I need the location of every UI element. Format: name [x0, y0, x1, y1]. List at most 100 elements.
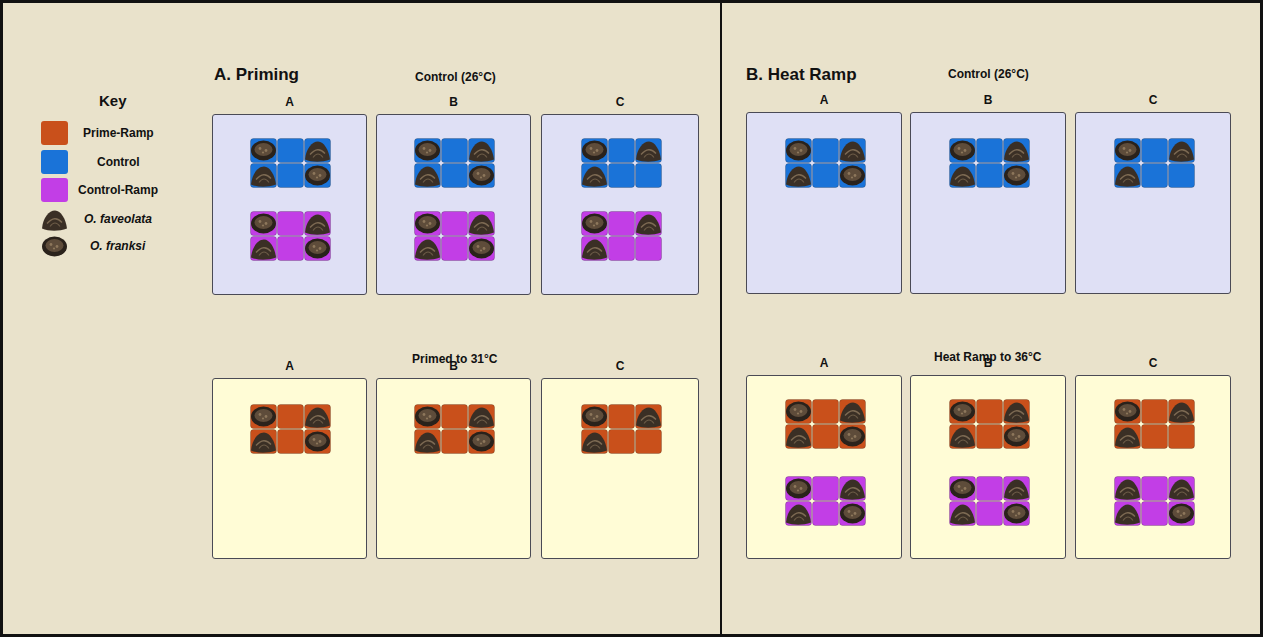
coral-texture: [958, 517, 968, 521]
faveolata-icon: [42, 211, 67, 231]
coral-texture: [1012, 415, 1022, 419]
coral-texture: [480, 249, 482, 251]
franksi-icon: [950, 479, 975, 499]
faveolata-icon: [1169, 480, 1194, 500]
tank: B: [910, 112, 1066, 294]
treatment-cell: [305, 139, 331, 163]
tank: C: [541, 378, 699, 559]
treatment-cell: [469, 430, 495, 454]
treatment-cell: [305, 212, 331, 236]
coral-body: [415, 433, 440, 453]
coral-grid: [581, 211, 664, 263]
coral-texture: [313, 227, 323, 231]
treatment-cell: [786, 139, 812, 163]
coral-body: [251, 141, 276, 161]
coral-texture: [313, 245, 316, 248]
coral-texture: [1012, 154, 1022, 158]
coral-body: [1004, 504, 1029, 524]
treatment-cell: [415, 212, 441, 236]
faveolata-icon: [1169, 403, 1194, 423]
group-label: Heat Ramp to 36°C: [934, 350, 1042, 364]
franksi-icon: [950, 141, 975, 161]
coral-body: [1169, 142, 1194, 162]
faveolata-icon: [469, 408, 494, 428]
treatment-cell: [442, 164, 468, 188]
coral-body: [582, 214, 607, 234]
coral-texture: [313, 420, 323, 424]
coral-texture: [419, 409, 437, 422]
franksi-icon: [840, 166, 865, 186]
treatment-cell: [813, 164, 839, 188]
coral-body: [1004, 142, 1029, 162]
coral-texture: [1012, 510, 1015, 513]
faveolata-icon: [582, 240, 607, 260]
coral-texture: [964, 410, 967, 413]
coral-texture: [797, 489, 799, 491]
treatment-cell: [1169, 425, 1195, 449]
coral-texture: [423, 179, 433, 183]
coral-texture: [800, 487, 803, 490]
treatment-cell: [840, 400, 866, 424]
franksi-icon: [305, 239, 330, 259]
coral-texture: [1015, 514, 1017, 516]
faveolata-icon: [840, 480, 865, 500]
treatment-cell: [636, 405, 662, 429]
treatment-cell: [609, 139, 635, 163]
faveolata-icon: [469, 142, 494, 162]
coral-texture: [423, 445, 433, 449]
coral-texture: [1177, 415, 1187, 419]
treatment-cell: [415, 139, 441, 163]
coral-texture: [590, 445, 600, 449]
coral-body: [582, 240, 607, 260]
coral-texture: [262, 224, 264, 226]
coral-body: [840, 403, 865, 423]
coral-body: [786, 505, 811, 525]
treatment-cell: [1115, 139, 1141, 163]
coral-grid: [949, 399, 1032, 451]
coral-texture: [954, 404, 972, 417]
franksi-icon: [415, 407, 440, 427]
treatment-cell: [786, 477, 812, 501]
treatment-cell: [636, 139, 662, 163]
group-label: Control (26°C): [415, 70, 496, 84]
coral-texture: [790, 143, 808, 156]
coral-texture: [854, 174, 857, 177]
treatment-cell: [609, 430, 635, 454]
tank: C: [1075, 112, 1231, 294]
franksi-icon: [1004, 504, 1029, 524]
faveolata-icon: [1004, 142, 1029, 162]
coral-body: [469, 432, 494, 452]
coral-texture: [848, 492, 858, 496]
treatment-cell: [786, 502, 812, 526]
faveolata-icon: [305, 215, 330, 235]
coral-texture: [1126, 151, 1128, 153]
coral-body: [42, 211, 67, 231]
coral-texture: [848, 154, 858, 158]
faveolata-icon: [251, 240, 276, 260]
treatment-cell: [950, 164, 976, 188]
legend-swatch: [41, 150, 68, 174]
coral-grid: [785, 476, 868, 528]
tank: A: [746, 112, 902, 294]
legend-text: Control-Ramp: [78, 183, 158, 197]
treatment-cell: [609, 212, 635, 236]
coral-texture: [1123, 492, 1133, 496]
coral-body: [1169, 480, 1194, 500]
treatment-cell: [977, 164, 1003, 188]
coral-texture: [593, 224, 595, 226]
treatment-cell: [950, 400, 976, 424]
panel-heading: B. Heat Ramp: [746, 65, 857, 85]
treatment-cell: [415, 237, 441, 261]
coral-texture: [794, 485, 797, 488]
coral-texture: [262, 151, 264, 153]
coral-texture: [1126, 412, 1128, 414]
franksi-icon: [469, 239, 494, 259]
coral-body: [251, 407, 276, 427]
treatment-cell: [278, 212, 304, 236]
franksi-icon: [840, 427, 865, 447]
coral-texture: [958, 179, 968, 183]
coral-texture: [851, 437, 853, 439]
treatment-cell: [251, 237, 277, 261]
franksi-icon: [786, 141, 811, 161]
